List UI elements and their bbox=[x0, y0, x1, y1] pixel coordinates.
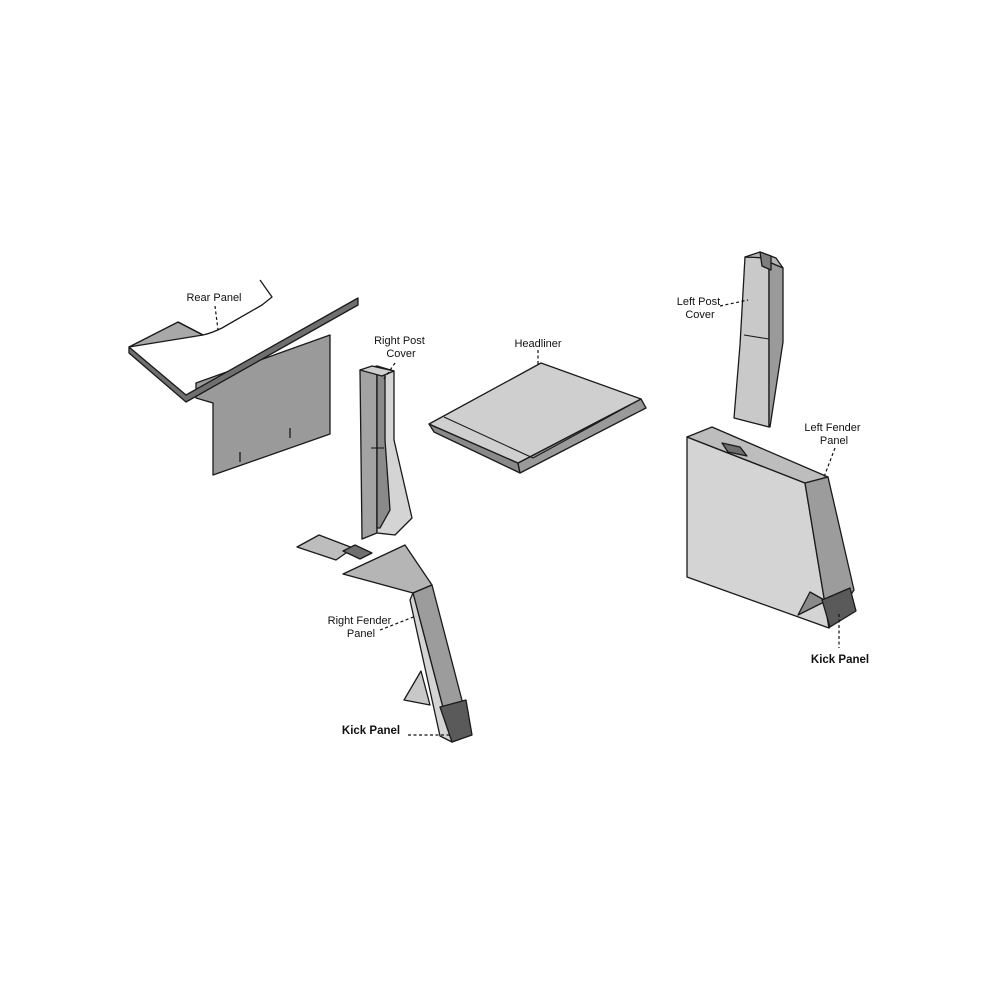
left-post-cover bbox=[733, 251, 784, 428]
rear-panel-notch bbox=[177, 279, 273, 336]
right-fender-panel-brace bbox=[403, 670, 431, 706]
label-rear-panel: Rear Panel bbox=[186, 292, 241, 304]
label-left-post-cover-line-2: Cover bbox=[685, 309, 715, 321]
rear-panel-back-face bbox=[195, 334, 331, 476]
leader-right-fender-panel bbox=[379, 615, 417, 631]
label-right-fender-panel: Right Fender Panel bbox=[328, 615, 395, 640]
left-post-cover-crease bbox=[743, 334, 770, 340]
right-post-cover-front bbox=[359, 365, 378, 540]
label-left-post-cover: Left Post Cover bbox=[677, 296, 723, 321]
label-left-fender-panel: Left Fender Panel bbox=[804, 422, 863, 447]
rear-panel bbox=[128, 279, 359, 476]
right-post-cover-lip bbox=[359, 365, 395, 377]
left-fender-panel-brace bbox=[797, 591, 827, 616]
leader-left-fender-panel bbox=[823, 447, 836, 478]
rear-panel-shelf-top bbox=[128, 321, 204, 348]
right-kick-panel bbox=[439, 699, 473, 743]
headliner-top bbox=[428, 362, 642, 464]
label-right-fender-panel-line-2: Panel bbox=[347, 628, 375, 640]
right-fender-panel-shelf-notch bbox=[342, 544, 373, 560]
left-fender-panel bbox=[686, 426, 857, 629]
left-kick-panel bbox=[821, 587, 857, 628]
right-fender-panel-front bbox=[409, 592, 453, 743]
rear-panel-shelf-edge bbox=[128, 297, 359, 403]
label-headliner: Headliner bbox=[514, 338, 561, 350]
label-left-fender-panel-line-2: Panel bbox=[820, 435, 848, 447]
leader-rear-panel bbox=[214, 305, 219, 331]
label-left-post-cover-line-1: Left Post bbox=[677, 296, 720, 308]
headliner-fold-front bbox=[443, 416, 534, 459]
label-kick-panel-right: Kick Panel bbox=[811, 654, 869, 666]
right-post-cover bbox=[359, 365, 413, 540]
leader-left-post-cover bbox=[719, 299, 749, 307]
label-right-post-cover-line-1: Right Post bbox=[374, 335, 425, 347]
left-post-cover-channel bbox=[759, 251, 772, 271]
headliner bbox=[428, 362, 647, 474]
left-post-cover-front bbox=[733, 256, 770, 428]
label-right-post-cover-line-2: Cover bbox=[386, 348, 416, 360]
left-fender-panel-side bbox=[804, 476, 855, 629]
left-fender-panel-notch bbox=[721, 442, 748, 457]
right-fender-panel-shelf bbox=[296, 534, 354, 561]
label-right-fender-panel-line-1: Right Fender bbox=[328, 615, 392, 627]
left-post-cover-side bbox=[768, 257, 784, 428]
label-left-fender-panel-line-1: Left Fender bbox=[804, 422, 861, 434]
label-right-post-cover: Right Post Cover bbox=[374, 335, 428, 360]
label-kick-panel-left: Kick Panel bbox=[342, 725, 400, 737]
right-fender-panel bbox=[296, 534, 473, 743]
headliner-fold-right bbox=[532, 404, 631, 459]
